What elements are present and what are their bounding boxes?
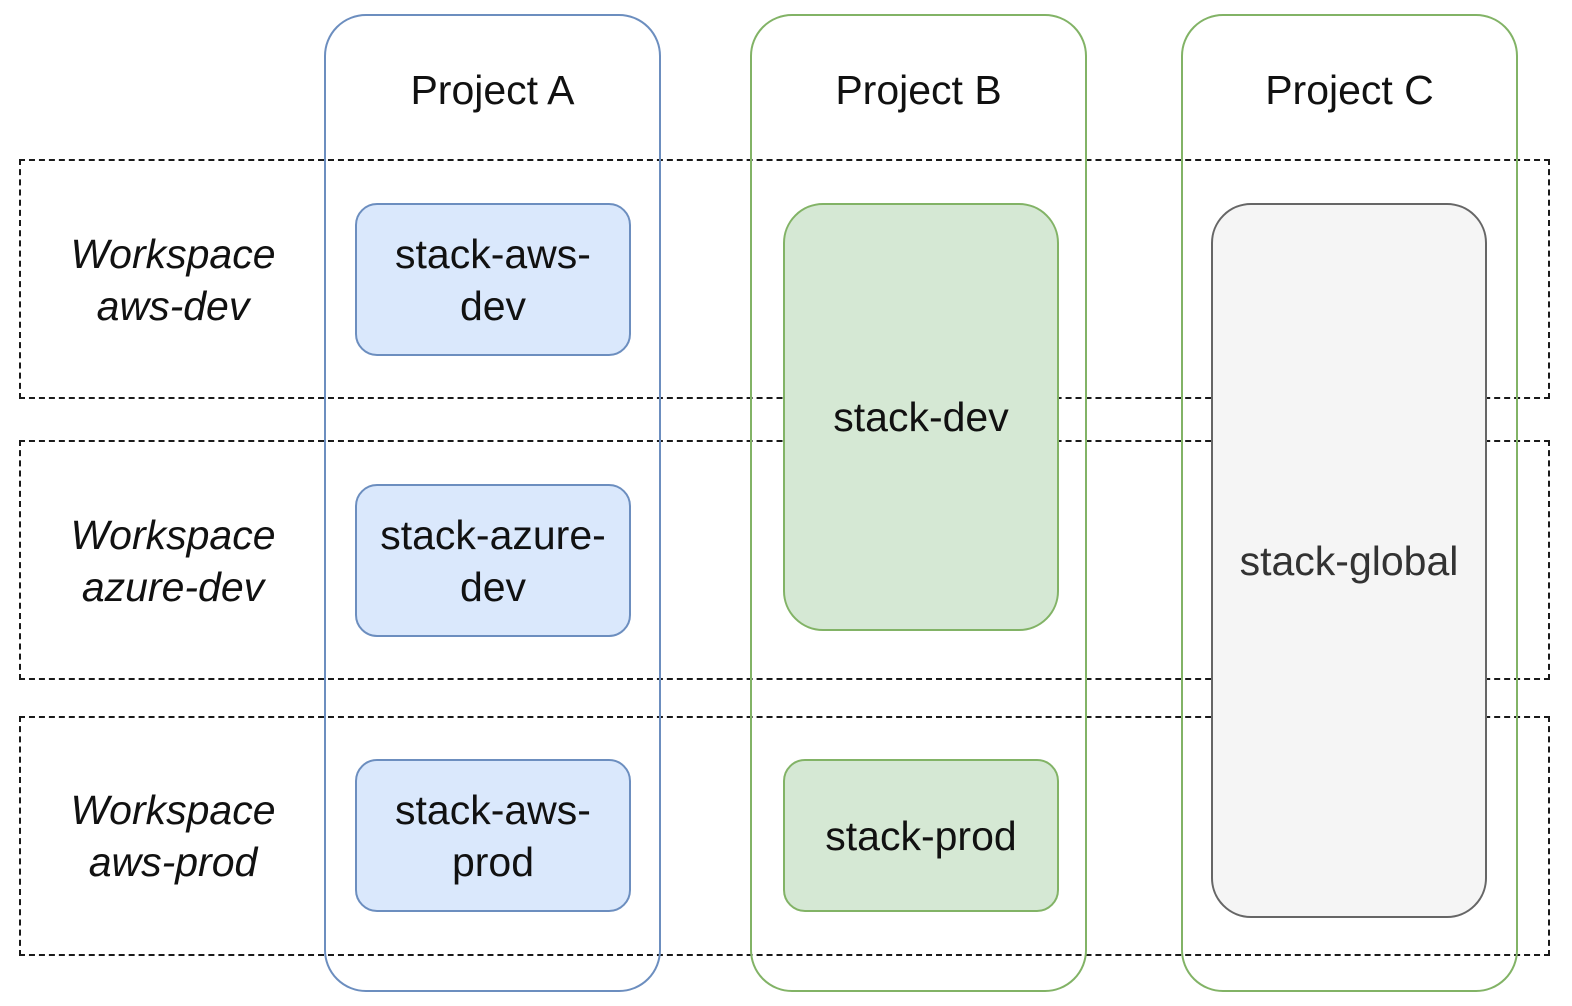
stack-label: stack-dev	[833, 394, 1009, 440]
stack-label-line1: stack-aws-	[395, 786, 591, 833]
project-title-b: Project B	[835, 67, 1002, 113]
stack-aws-prod-node[interactable]: stack-aws- prod	[355, 759, 631, 912]
stack-label-line1: stack-azure-	[380, 511, 606, 558]
workspace-label-line1: Workspace	[70, 787, 276, 833]
workspace-label-line1: Workspace	[70, 512, 276, 558]
stack-label: stack-global	[1239, 537, 1459, 584]
stack-azure-dev-node[interactable]: stack-azure- dev	[355, 484, 631, 637]
stack-dev-node[interactable]: stack-dev	[783, 203, 1059, 631]
workspace-label-aws-prod: Workspace aws-prod	[44, 784, 302, 888]
workspace-label-azure-dev: Workspace azure-dev	[44, 509, 302, 613]
stack-label-line2: dev	[459, 282, 527, 329]
project-title-a: Project A	[410, 67, 575, 113]
stack-label-line2: dev	[459, 563, 527, 610]
stack-prod-node[interactable]: stack-prod	[783, 759, 1059, 912]
workspace-label-line2: aws-prod	[88, 839, 258, 885]
workspace-label-line1: Workspace	[70, 231, 276, 277]
project-column-b	[750, 14, 1087, 992]
project-title-c: Project C	[1265, 67, 1434, 113]
project-column-c	[1181, 14, 1518, 992]
workspace-label-line2: azure-dev	[81, 564, 265, 610]
stack-label-line2: prod	[451, 838, 535, 885]
stack-label: stack-prod	[825, 812, 1017, 859]
stack-global-node[interactable]: stack-global	[1211, 203, 1487, 918]
workspace-label-aws-dev: Workspace aws-dev	[44, 228, 302, 332]
stack-label: stack-azure- dev	[380, 509, 606, 613]
project-column-a	[324, 14, 661, 992]
stack-label: stack-aws- prod	[395, 784, 591, 888]
workspace-label-line2: aws-dev	[96, 283, 250, 329]
stack-label: stack-aws- dev	[395, 228, 591, 332]
stack-label-line1: stack-aws-	[395, 230, 591, 277]
stack-aws-dev-node[interactable]: stack-aws- dev	[355, 203, 631, 356]
